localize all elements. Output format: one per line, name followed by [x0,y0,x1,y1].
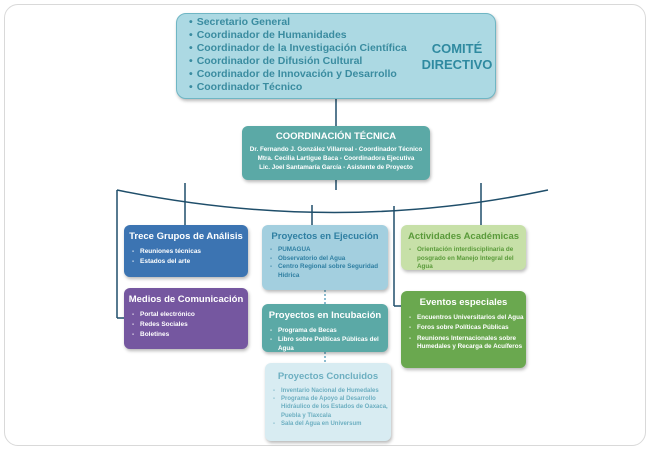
list-item: Sala del Agua en Universum [273,420,391,428]
projects-execution-list: PUMAGUA Observatorio del Agua Centro Reg… [270,246,388,280]
list-item: Boletines [132,330,248,340]
list-item: Estados del arte [132,257,248,267]
coordination-person: Mtra. Cecilia Lartigue Baca - Coordinado… [257,155,415,162]
analysis-groups-box: Trece Grupos de Análisis Reuniones técni… [124,225,248,277]
media-list: Portal electrónico Redes Sociales Boleti… [132,310,248,340]
list-item: Programa de Becas [270,326,388,335]
projects-execution-title: Proyectos en Ejecución [271,231,379,242]
special-events-list: Encuentros Universitarios del Agua Foros… [409,314,526,351]
committee-box: Secretario General Coordinador de Humani… [176,13,585,99]
committee-member: Coordinador de Humanidades [189,29,407,42]
committee-title-line: COMITÉ [431,41,483,56]
list-item: Reuniones técnicas [132,247,248,257]
committee-member: Coordinador de Difusión Cultural [189,55,407,68]
academic-activities-title: Actividades Académicas [407,231,520,242]
list-item: Libro sobre Políticas Públicas del Agua [270,335,388,353]
list-item: Centro Regional sobre Seguridad Hídrica [270,263,388,280]
academic-activities-box: Actividades Académicas Orientación inter… [401,225,526,270]
committee-member: Coordinador Técnico [189,81,407,94]
list-item: Reuniones Internacionales sobre Humedale… [409,335,526,352]
list-item: Orientación interdisciplinaria de posgra… [409,246,526,272]
projects-concluded-box: Proyectos Concluidos Inventario Nacional… [265,363,391,441]
list-item: Redes Sociales [132,320,248,330]
projects-incubation-title: Proyectos en Incubación [268,310,382,321]
committee-member: Secretario General [189,16,407,29]
media-title: Medios de Comunicación [128,294,244,305]
coordination-box: COORDINACIÓN TÉCNICA Dr. Fernando J. Gon… [242,126,430,180]
analysis-groups-title: Trece Grupos de Análisis [129,231,243,242]
coordination-person: Dr. Fernando J. González Villarreal - Co… [249,146,423,153]
committee-members: Secretario General Coordinador de Humani… [189,16,407,94]
analysis-groups-list: Reuniones técnicas Estados del arte [132,247,248,267]
list-item: Encuentros Universitarios del Agua [409,314,526,323]
coordination-person: Lic. Joel Santamaría García - Asistente … [259,164,413,171]
committee-title: COMITÉ DIRECTIVO [417,41,497,73]
list-item: Foros sobre Políticas Públicas [409,324,526,333]
projects-concluded-list: Inventario Nacional de Humedales Program… [273,387,391,428]
special-events-title: Eventos especiales [419,297,508,308]
chevron-right-icon [572,41,585,73]
committee-member: Coordinador de la Investigación Científi… [189,42,407,55]
list-item: Inventario Nacional de Humedales [273,387,391,395]
connector-arc [116,189,549,214]
list-item: Observatorio del Agua [270,255,388,264]
committee-member: Coordinador de Innovación y Desarrollo [189,68,407,81]
list-item: Portal electrónico [132,310,248,320]
projects-incubation-box: Proyectos en Incubación Programa de Beca… [262,304,388,352]
list-item: PUMAGUA [270,246,388,255]
coordination-title: COORDINACIÓN TÉCNICA [275,131,397,142]
special-events-box: Eventos especiales Encuentros Universita… [401,291,526,368]
projects-concluded-title: Proyectos Concluidos [277,371,379,382]
projects-incubation-list: Programa de Becas Libro sobre Políticas … [270,326,388,353]
projects-execution-box: Proyectos en Ejecución PUMAGUA Observato… [262,225,388,290]
committee-title-line: DIRECTIVO [421,57,493,72]
media-box: Medios de Comunicación Portal electrónic… [124,288,248,349]
academic-activities-list: Orientación interdisciplinaria de posgra… [409,246,526,272]
list-item: Programa de Apoyo al Desarrollo Hidráuli… [273,395,391,420]
